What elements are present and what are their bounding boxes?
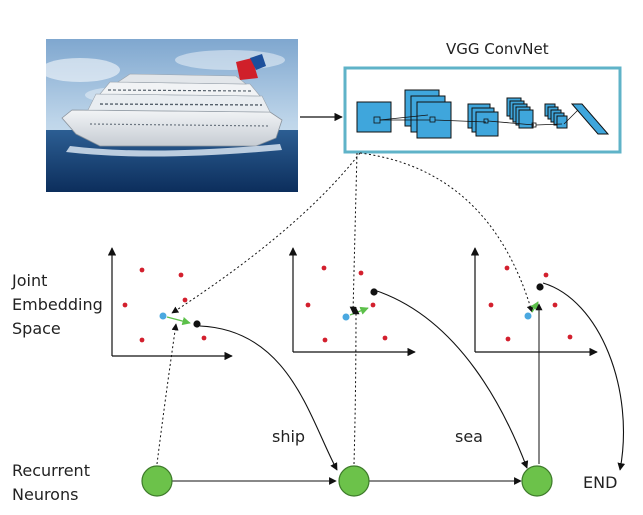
embedding-label: Joint Embedding Space [11,271,103,338]
end-token-label: END [583,473,617,492]
image-point-2 [342,313,350,321]
image-point-3 [524,312,532,320]
embedding-points-1 [122,267,207,343]
recurrent-neuron-1 [141,465,173,497]
cruise-ship-photo [40,39,298,192]
rnn-label-line-1: Recurrent [12,461,90,480]
image-point-1 [159,312,167,320]
transition-arrow-1 [166,316,191,326]
embedding-points-2 [305,265,388,343]
rnn-label: Recurrent Neurons [12,461,90,504]
embedding-label-line-1: Joint [11,271,47,290]
embedding-label-line-2: Embedding [12,295,103,314]
convnet-projections [171,152,534,314]
neuron-to-embedding-links [156,307,360,465]
recurrent-neuron-3 [521,465,553,497]
word-label-ship: ship [272,427,305,446]
word-point-1 [193,320,201,328]
embedding-label-line-3: Space [12,319,61,338]
embedding-panel-3 [470,247,598,357]
transition-arrow-3 [530,301,539,313]
convnet-title: VGG ConvNet [446,40,549,58]
rnn-label-line-2: Neurons [12,485,78,504]
embedding-panel-1 [107,247,233,361]
recurrent-neuron-2 [338,465,370,497]
convnet-layer-stack [356,89,610,139]
word-point-3 [536,283,544,291]
word-point-2 [370,288,378,296]
embedding-panel-2 [288,247,416,357]
vgg-convnet-box: VGG ConvNet [343,40,622,154]
embedding-points-3 [488,265,573,342]
word-label-sea: sea [455,427,483,446]
word-to-neuron-curves [199,282,626,471]
